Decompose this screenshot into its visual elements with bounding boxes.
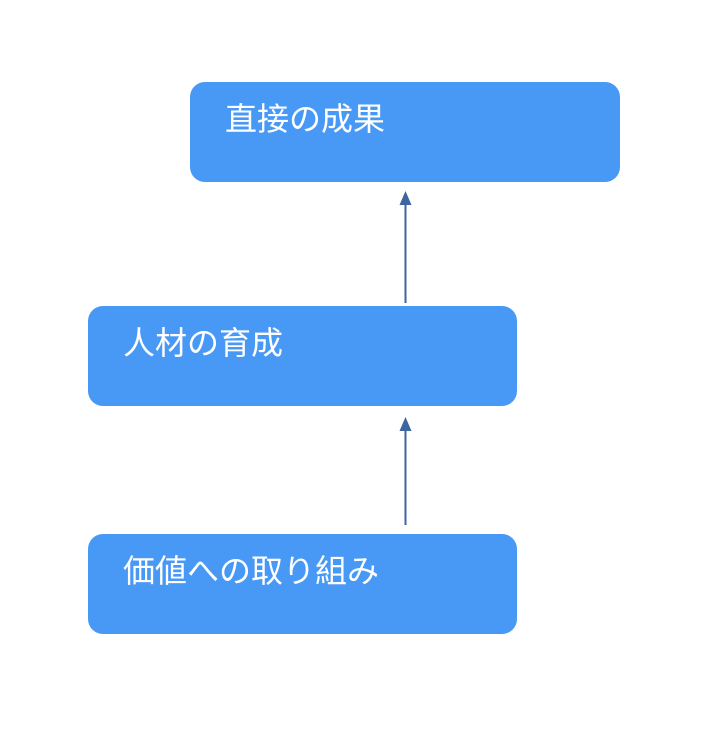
diagram-box-middle: 人材の育成 [88, 306, 517, 406]
box-label-middle: 人材の育成 [123, 325, 284, 361]
box-label-top: 直接の成果 [225, 101, 386, 137]
diagram-box-bottom: 価値への取り組み [88, 534, 517, 634]
box-label-bottom: 価値への取り組み [123, 553, 380, 589]
up-arrow-middle-to-top [399, 191, 412, 303]
diagram-box-top: 直接の成果 [190, 82, 620, 182]
up-arrow-bottom-to-middle [399, 417, 412, 525]
